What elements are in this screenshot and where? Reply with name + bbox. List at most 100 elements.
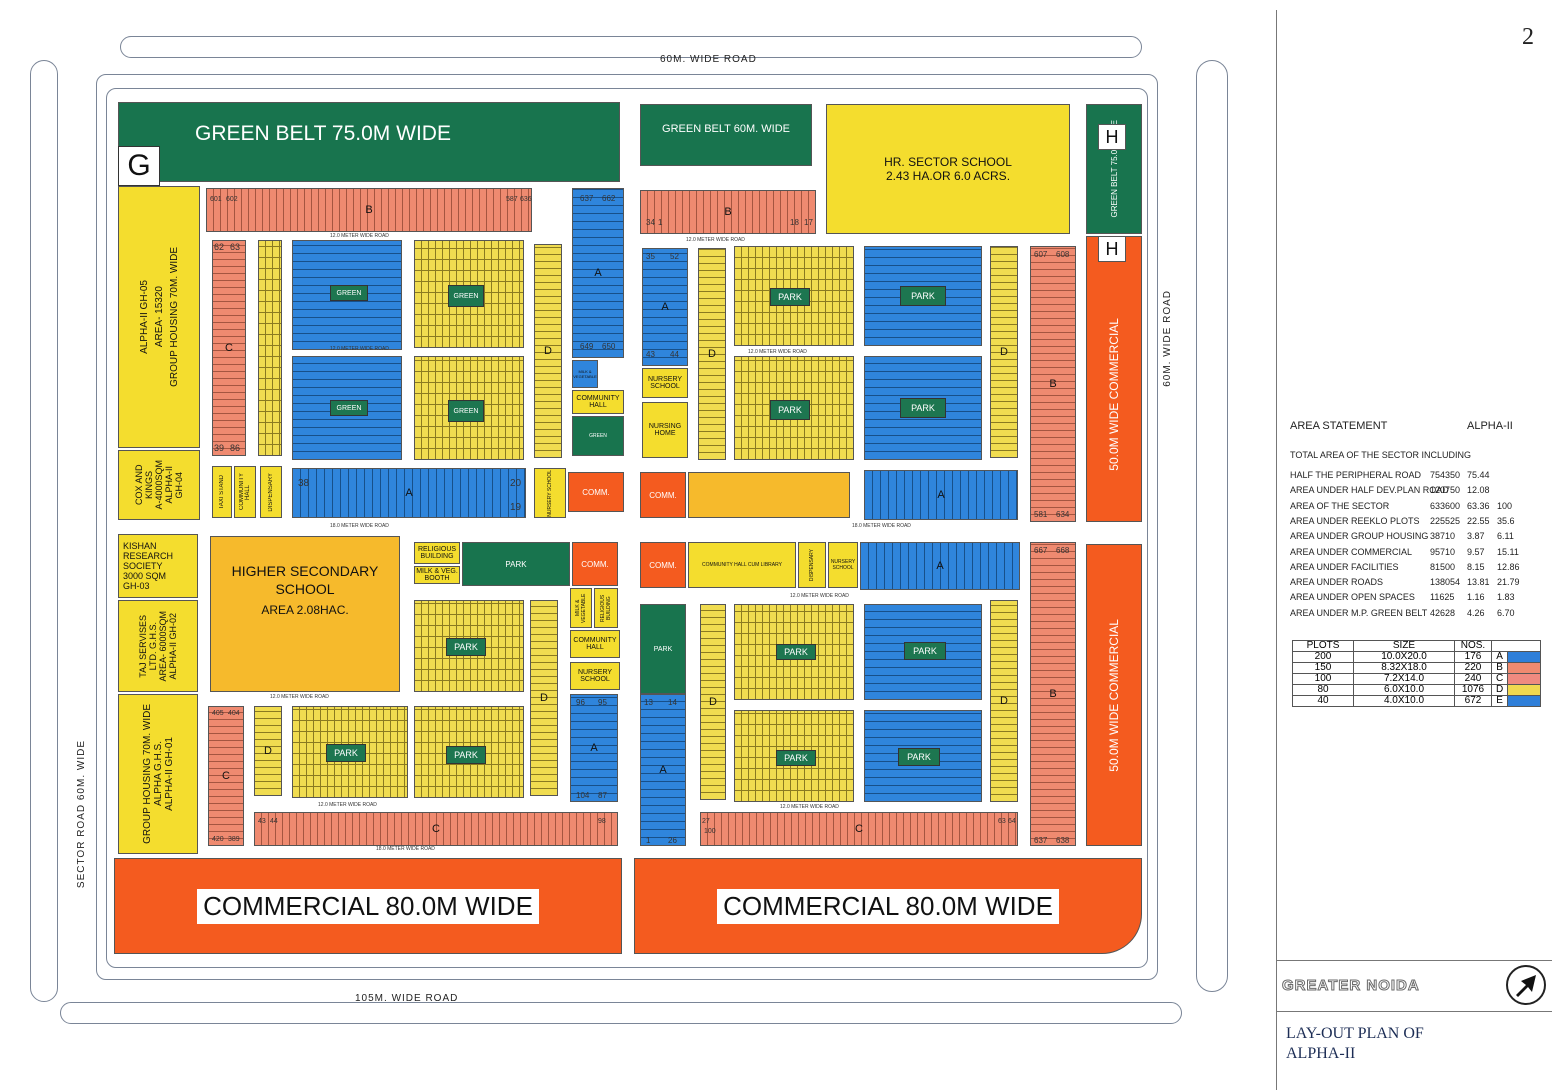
road-label-12m: 12.0 METER WIDE ROAD bbox=[330, 346, 389, 352]
block-a-strip-tr: A bbox=[864, 470, 1018, 520]
plan-title-line1: LAY-OUT PLAN OF bbox=[1286, 1025, 1424, 1042]
taxi-stand: TAXI STAND bbox=[212, 466, 232, 518]
area-row-area: 38710 bbox=[1430, 531, 1456, 542]
comm-top-left: COMM. bbox=[568, 472, 624, 512]
park: PARK bbox=[446, 746, 486, 764]
area-row-area: 633600 bbox=[1430, 500, 1461, 511]
area-row-pct1: 75.44 bbox=[1467, 470, 1490, 480]
area-row-area: 225525 bbox=[1430, 515, 1461, 526]
block-a-strip-br: A bbox=[860, 542, 1020, 590]
area-row-label: AREA UNDER HALF DEV.PLAN ROAD bbox=[1290, 485, 1449, 496]
left-road-edge bbox=[30, 60, 58, 1002]
plot-no: 38 bbox=[298, 478, 310, 489]
area-row-label: AREA UNDER ROADS bbox=[1290, 577, 1384, 588]
plot-no: 601 bbox=[210, 196, 222, 203]
plot-no: 668 bbox=[1056, 546, 1070, 555]
block-b-vertical-tr: B bbox=[1030, 246, 1076, 522]
block-a-vertical-br: A bbox=[640, 694, 686, 846]
plot-no: 62 bbox=[214, 242, 225, 252]
block-d-vertical-tr: D bbox=[698, 248, 726, 460]
plots-color-swatch bbox=[1507, 695, 1542, 707]
plot-no: 607 bbox=[1034, 250, 1048, 259]
inner-road-frame bbox=[106, 88, 1148, 968]
plot-no: 44 bbox=[670, 350, 679, 359]
plots-cell-nos: 220 bbox=[1454, 662, 1492, 674]
plots-cell-type: E bbox=[1490, 695, 1509, 707]
area-row-pct1: 3.87 bbox=[1467, 531, 1485, 542]
plots-cell-nos: 1076 bbox=[1454, 684, 1492, 696]
green-space: GREEN bbox=[448, 400, 484, 422]
commercial-80-right: COMMERCIAL 80.0M WIDE bbox=[634, 858, 1142, 954]
plots-cell-type: A bbox=[1490, 651, 1509, 663]
plot-no: 95 bbox=[598, 698, 607, 707]
plots-cell-plot: 150 bbox=[1292, 662, 1354, 674]
area-row-label: AREA OF THE SECTOR bbox=[1290, 500, 1390, 511]
area-row-label: AREA UNDER OPEN SPACES bbox=[1290, 592, 1415, 603]
bottom-road-label: 105M. WIDE ROAD bbox=[355, 993, 459, 1004]
block-d-vertical-tr-2: D bbox=[990, 246, 1018, 458]
top-road-edge bbox=[120, 36, 1142, 58]
plots-cell-size: 8.32X18.0 bbox=[1353, 662, 1455, 674]
commercial-strip-tr bbox=[688, 472, 850, 518]
plot-no: 649 bbox=[580, 342, 594, 351]
park: PARK bbox=[770, 400, 810, 420]
park-bl-green: PARK bbox=[462, 542, 570, 586]
block-d-vertical: D bbox=[534, 244, 562, 458]
page-number: 2 bbox=[1522, 24, 1534, 50]
side-panel bbox=[1276, 10, 1553, 1090]
plot-no: 63 bbox=[998, 818, 1006, 825]
plots-cell-size: 7.2X14.0 bbox=[1353, 673, 1455, 685]
plot-no: 662 bbox=[602, 194, 616, 203]
plot-no: 637 bbox=[1034, 836, 1048, 845]
title-block: GREATER NOIDA LAY-OUT PLAN OF ALPHA-II bbox=[1276, 960, 1552, 1091]
plot-no: 13 bbox=[644, 698, 653, 707]
milk-veg-nursery: NURSERY SCHOOL bbox=[534, 468, 566, 518]
plot-no: 389 bbox=[228, 836, 240, 843]
green-top-left-small: GREEN bbox=[572, 416, 624, 456]
plot-no: 63 bbox=[230, 242, 241, 252]
religious-building-bl-2: RELIGIOUS BUILDING bbox=[594, 588, 618, 628]
plots-color-swatch bbox=[1507, 662, 1542, 674]
commercial-80-left: COMMERCIAL 80.0M WIDE bbox=[114, 858, 622, 954]
area-row-area: 11625 bbox=[1430, 592, 1455, 603]
area-row-pct1: 8.15 bbox=[1467, 561, 1485, 572]
plot-no: 634 bbox=[1056, 510, 1070, 519]
plot-no: 602 bbox=[226, 196, 238, 203]
park: PARK bbox=[904, 642, 946, 660]
area-row-label: AREA UNDER COMMERCIAL bbox=[1290, 546, 1413, 557]
plots-color-swatch bbox=[1507, 684, 1542, 696]
block-d-vertical-br: D bbox=[700, 604, 726, 800]
plot-no: 27 bbox=[702, 818, 710, 825]
h-marker-top: H bbox=[1098, 124, 1126, 150]
north-arrow-icon bbox=[1506, 965, 1546, 1005]
road-label-18m: 18.0 METER WIDE ROAD bbox=[376, 846, 435, 852]
gh04-plot: COX AND KINGS A-4000SQM ALPHA-II GH-04 bbox=[118, 450, 200, 520]
block-a-vertical-top: A bbox=[572, 188, 624, 358]
block-a-vertical-tr: A bbox=[642, 248, 688, 366]
plots-cell-nos: 672 bbox=[1454, 695, 1492, 707]
green-belt-60: GREEN BELT 60M. WIDE bbox=[640, 104, 812, 166]
park: PARK bbox=[770, 288, 810, 306]
plot-no: 14 bbox=[668, 698, 677, 707]
plots-cell-nos: 176 bbox=[1454, 651, 1492, 663]
plot-no: 87 bbox=[598, 791, 607, 800]
plot-no: 404 bbox=[228, 710, 240, 717]
plot-no: 637 bbox=[580, 194, 594, 203]
area-statement-sector: ALPHA-II bbox=[1467, 420, 1513, 432]
right-road-label: 60M. WIDE ROAD bbox=[1162, 290, 1173, 387]
area-row-area: 120750 bbox=[1430, 485, 1461, 496]
area-row-pct2: 6.70 bbox=[1497, 607, 1515, 618]
area-row-pct1: 63.36 bbox=[1467, 500, 1490, 511]
plot-no: 43 bbox=[258, 818, 266, 825]
area-row-area: 42628 bbox=[1430, 607, 1456, 618]
road-label-12m: 12.0 METER WIDE ROAD bbox=[330, 233, 389, 239]
plot-no: 17 bbox=[804, 218, 813, 227]
plots-cell-plot: 100 bbox=[1292, 673, 1354, 685]
size-header: SIZE bbox=[1353, 640, 1455, 652]
green-space: GREEN bbox=[330, 285, 368, 301]
bottom-road-edge bbox=[60, 1002, 1182, 1024]
area-row-pct2: 6.11 bbox=[1497, 531, 1514, 542]
